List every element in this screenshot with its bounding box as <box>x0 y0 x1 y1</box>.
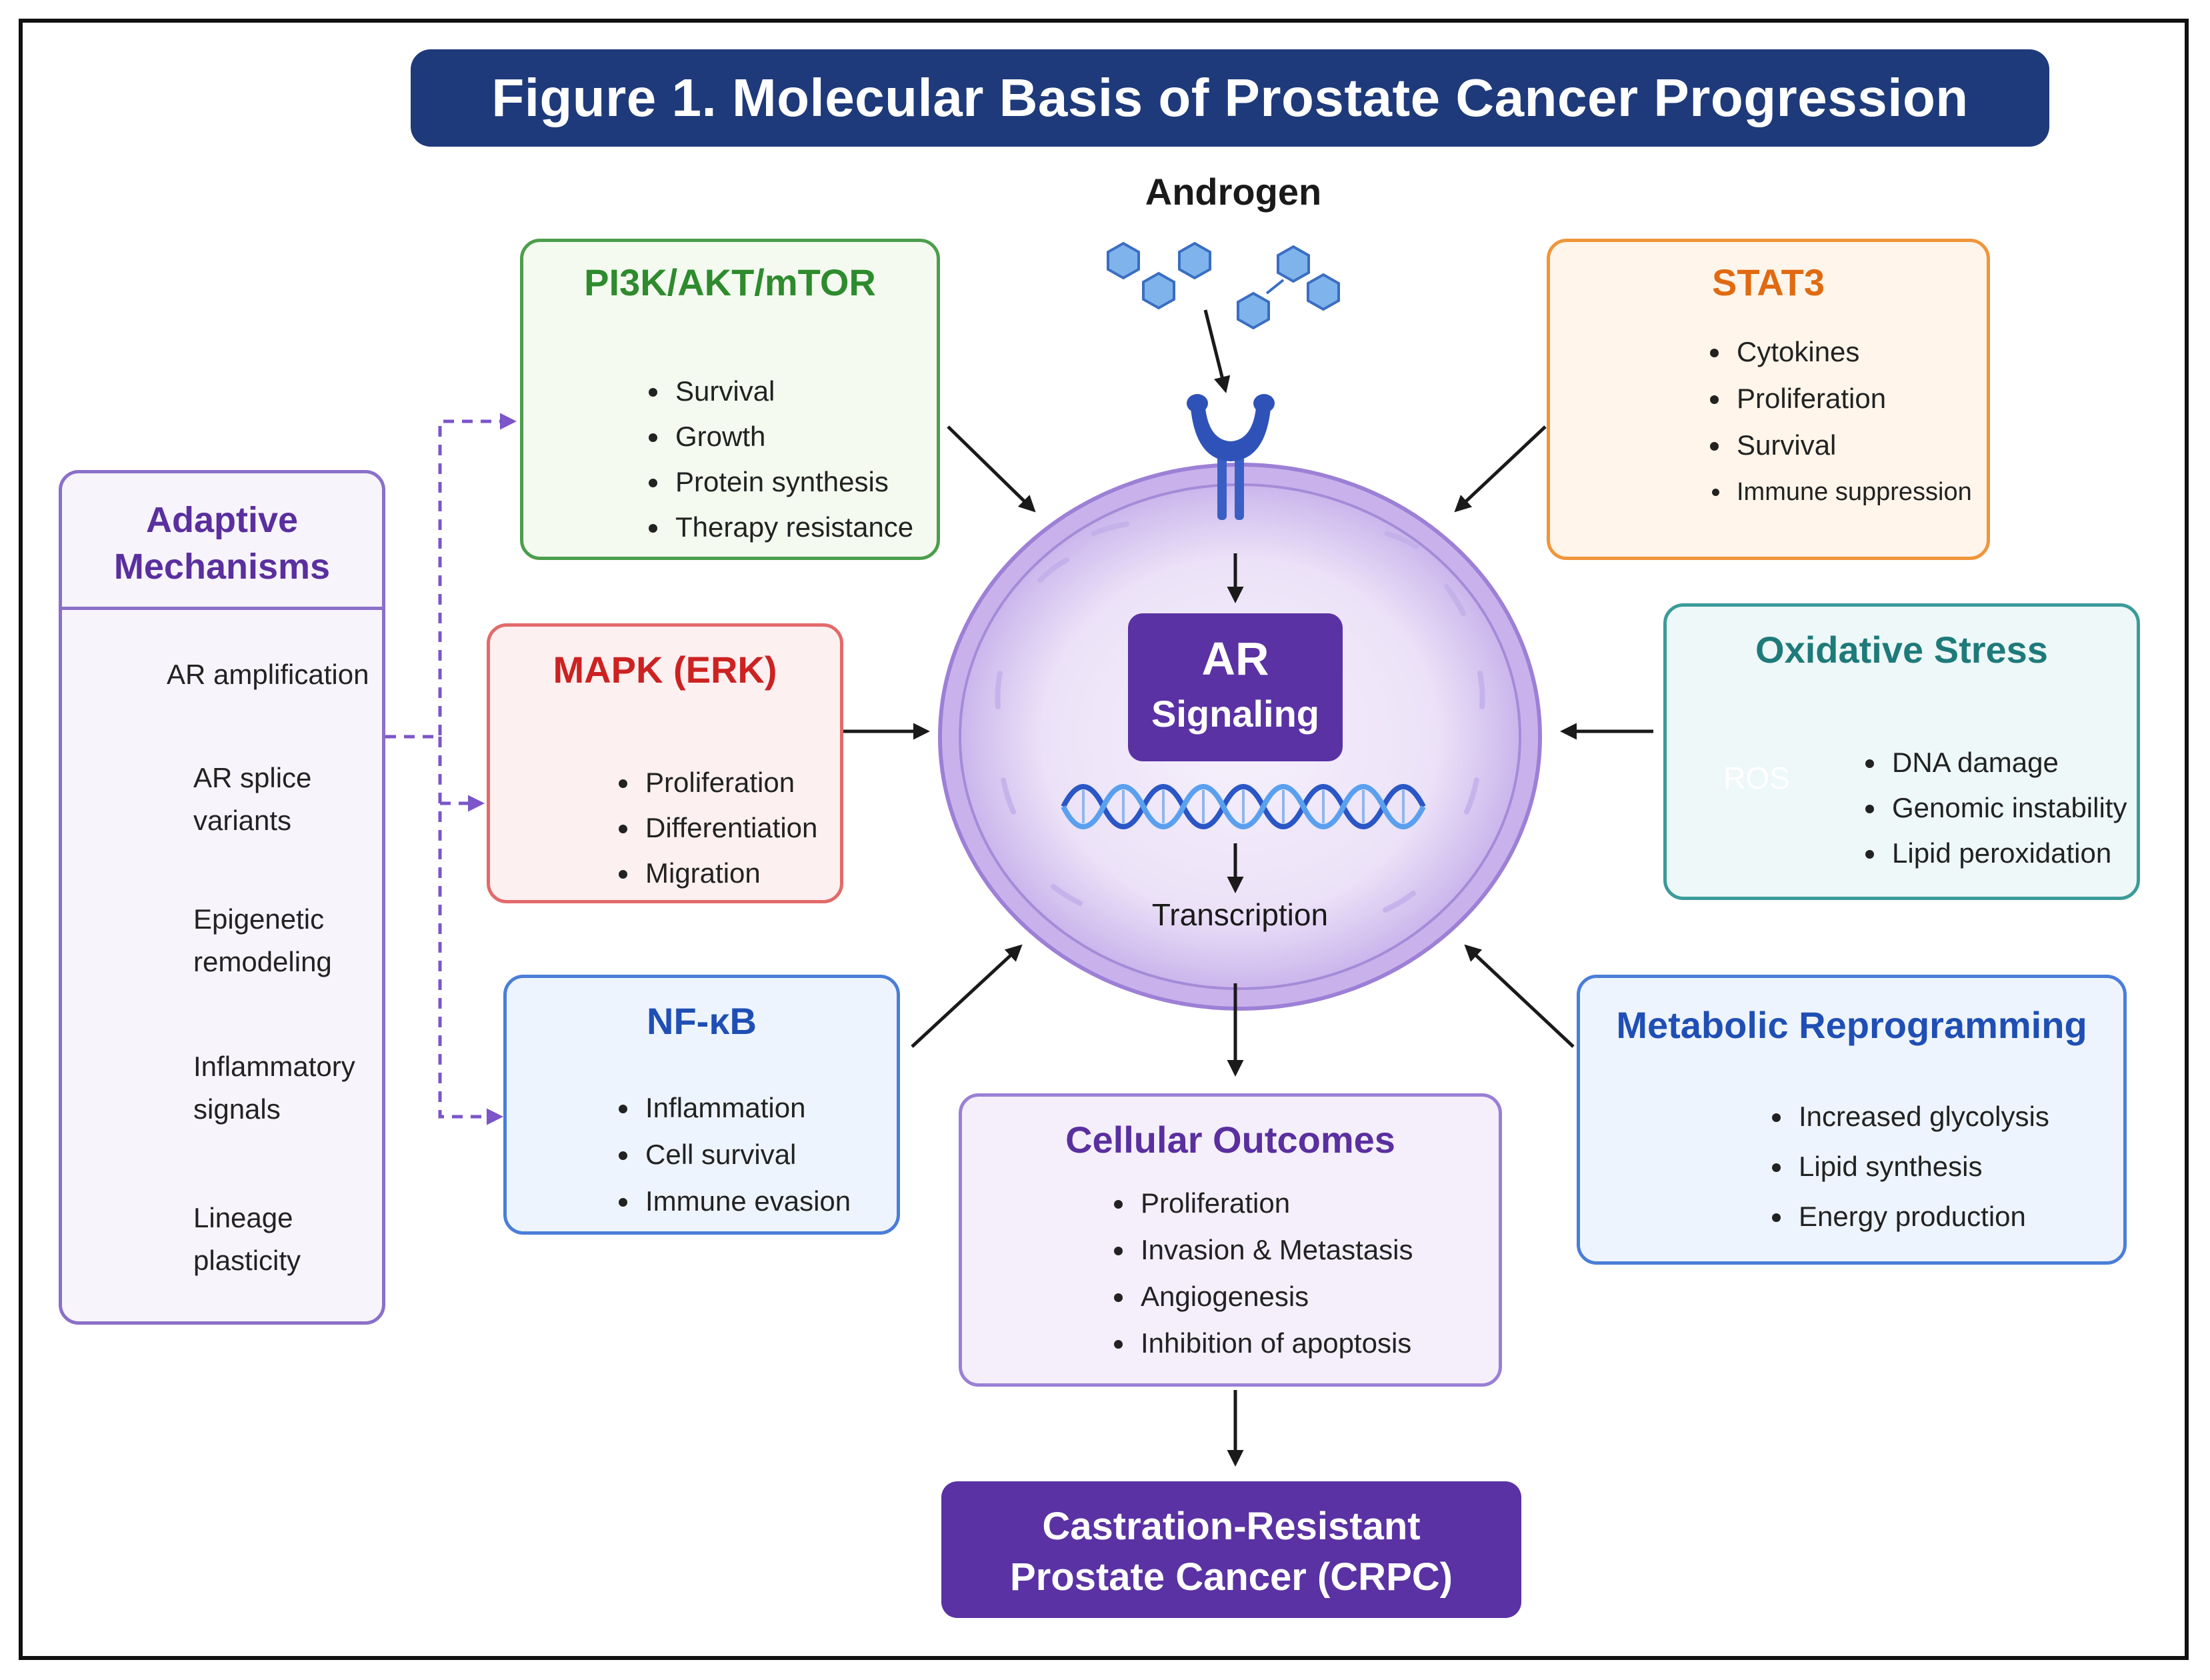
adaptive-divider <box>62 607 382 610</box>
list-item: Therapy resistance <box>670 505 913 550</box>
mapk-list: Proliferation Differentiation Migration <box>613 760 817 896</box>
adaptive-item-label: AR splice <box>193 762 312 793</box>
adaptive-title-line2: Mechanisms <box>113 547 331 587</box>
ar-label: AR <box>1201 633 1269 685</box>
adaptive-item-ar-splice: AR splice variants <box>193 757 311 842</box>
list-item: Proliferation <box>1135 1180 1413 1227</box>
mapk-title: MAPK (ERK) <box>553 649 777 691</box>
ar-signaling-box: AR Signaling <box>1128 613 1343 761</box>
adaptive-item-ar-amplification: AR amplification <box>167 653 369 696</box>
androgen-receptor-icon <box>1187 394 1275 520</box>
list-item: Energy production <box>1793 1191 2049 1241</box>
adaptive-item-label: Inflammatory <box>193 1051 355 1082</box>
stat3-title: STAT3 <box>1711 261 1825 303</box>
adaptive-item-label: plasticity <box>193 1245 301 1276</box>
arrow-androgen-receptor <box>1203 309 1231 393</box>
list-item: Cell survival <box>640 1131 851 1178</box>
androgen-molecule-icon <box>1107 241 1340 330</box>
adaptive-mechanisms-box: Adaptive Mechanisms <box>59 470 385 1325</box>
figure-title: Figure 1. Molecular Basis of Prostate Ca… <box>411 49 2049 147</box>
list-item: Lipid peroxidation <box>1887 831 2127 876</box>
metabolic-list: Increased glycolysis Lipid synthesis Ene… <box>1767 1091 2049 1241</box>
list-item: Invasion & Metastasis <box>1135 1227 1413 1273</box>
pi3k-title: PI3K/AKT/mTOR <box>584 261 876 303</box>
adaptive-item-label: signals <box>193 1093 281 1125</box>
adaptive-item-inflammatory: Inflammatory signals <box>193 1045 355 1131</box>
list-item: Immune evasion <box>640 1178 851 1225</box>
adaptive-title: Adaptive Mechanisms <box>62 497 382 590</box>
transcription-label: Transcription <box>1151 897 1329 932</box>
outcomes-list: Proliferation Invasion & Metastasis Angi… <box>1109 1180 1413 1367</box>
adaptive-item-label: Lineage <box>193 1202 293 1233</box>
ros-label: ROS <box>1723 761 1790 795</box>
cellular-outcomes-box: Cellular Outcomes Proliferation Invasion… <box>959 1093 1502 1387</box>
oxidative-list: DNA damage Genomic instability Lipid per… <box>1860 740 2127 876</box>
metabolic-title: Metabolic Reprogramming <box>1616 1004 2087 1046</box>
oxidative-title: Oxidative Stress <box>1755 629 2048 671</box>
list-item: Migration <box>640 851 817 896</box>
list-item: Inflammation <box>640 1085 851 1131</box>
list-item: Increased glycolysis <box>1793 1091 2049 1141</box>
pathway-arrows <box>843 425 1653 1467</box>
pi3k-akt-mtor-box: PI3K/AKT/mTOR Survival Growth Protein sy… <box>520 239 940 560</box>
adaptive-item-label: AR amplification <box>167 659 369 690</box>
list-item: Proliferation <box>640 760 817 805</box>
adaptive-item-label: variants <box>193 805 292 836</box>
list-item: Differentiation <box>640 805 817 851</box>
nfkb-title: NF-κB <box>647 1000 757 1042</box>
list-item: Inhibition of apoptosis <box>1135 1320 1413 1367</box>
list-item: Lipid synthesis <box>1793 1141 2049 1191</box>
list-item: Genomic instability <box>1887 785 2127 831</box>
crpc-line1: Castration-Resistant <box>1042 1505 1421 1548</box>
adaptive-item-label: remodeling <box>193 946 332 977</box>
mapk-erk-box: MAPK (ERK) Proliferation Differentiation… <box>487 623 843 903</box>
adaptive-item-epigenetic: Epigenetic remodeling <box>193 898 332 983</box>
list-item: Proliferation <box>1731 375 1972 422</box>
dna-helix-icon <box>1061 784 1426 829</box>
crpc-box: Castration-Resistant Prostate Cancer (CR… <box>941 1481 1521 1618</box>
androgen-label: Androgen <box>1145 171 1322 213</box>
list-item: Immune suppression <box>1731 469 1972 515</box>
signaling-label: Signaling <box>1151 693 1319 735</box>
pi3k-list: Survival Growth Protein synthesis Therap… <box>643 369 913 550</box>
nfkb-box: NF-κB Inflammation Cell survival Immune … <box>503 975 900 1235</box>
outcomes-title: Cellular Outcomes <box>1065 1119 1395 1161</box>
adaptive-connectors <box>385 413 517 1125</box>
metabolic-reprogramming-box: Metabolic Reprogramming Increased glycol… <box>1577 975 2127 1265</box>
stat3-box: STAT3 Cytokines Proliferation Survival I… <box>1547 239 1990 560</box>
list-item: Cytokines <box>1731 329 1972 375</box>
adaptive-item-label: Epigenetic <box>193 903 325 935</box>
list-item: Survival <box>670 369 913 414</box>
crpc-line2: Prostate Cancer (CRPC) <box>1010 1555 1453 1599</box>
adaptive-title-line1: Adaptive <box>145 500 299 540</box>
list-item: DNA damage <box>1887 740 2127 785</box>
oxidative-stress-box: Oxidative Stress DNA damage Genomic inst… <box>1663 603 2140 900</box>
list-item: Survival <box>1731 422 1972 469</box>
stat3-list: Cytokines Proliferation Survival Immune … <box>1705 329 1972 515</box>
list-item: Angiogenesis <box>1135 1273 1413 1320</box>
list-item: Growth <box>670 414 913 459</box>
adaptive-item-lineage: Lineage plasticity <box>193 1197 301 1282</box>
list-item: Protein synthesis <box>670 459 913 505</box>
nfkb-list: Inflammation Cell survival Immune evasio… <box>613 1085 851 1225</box>
